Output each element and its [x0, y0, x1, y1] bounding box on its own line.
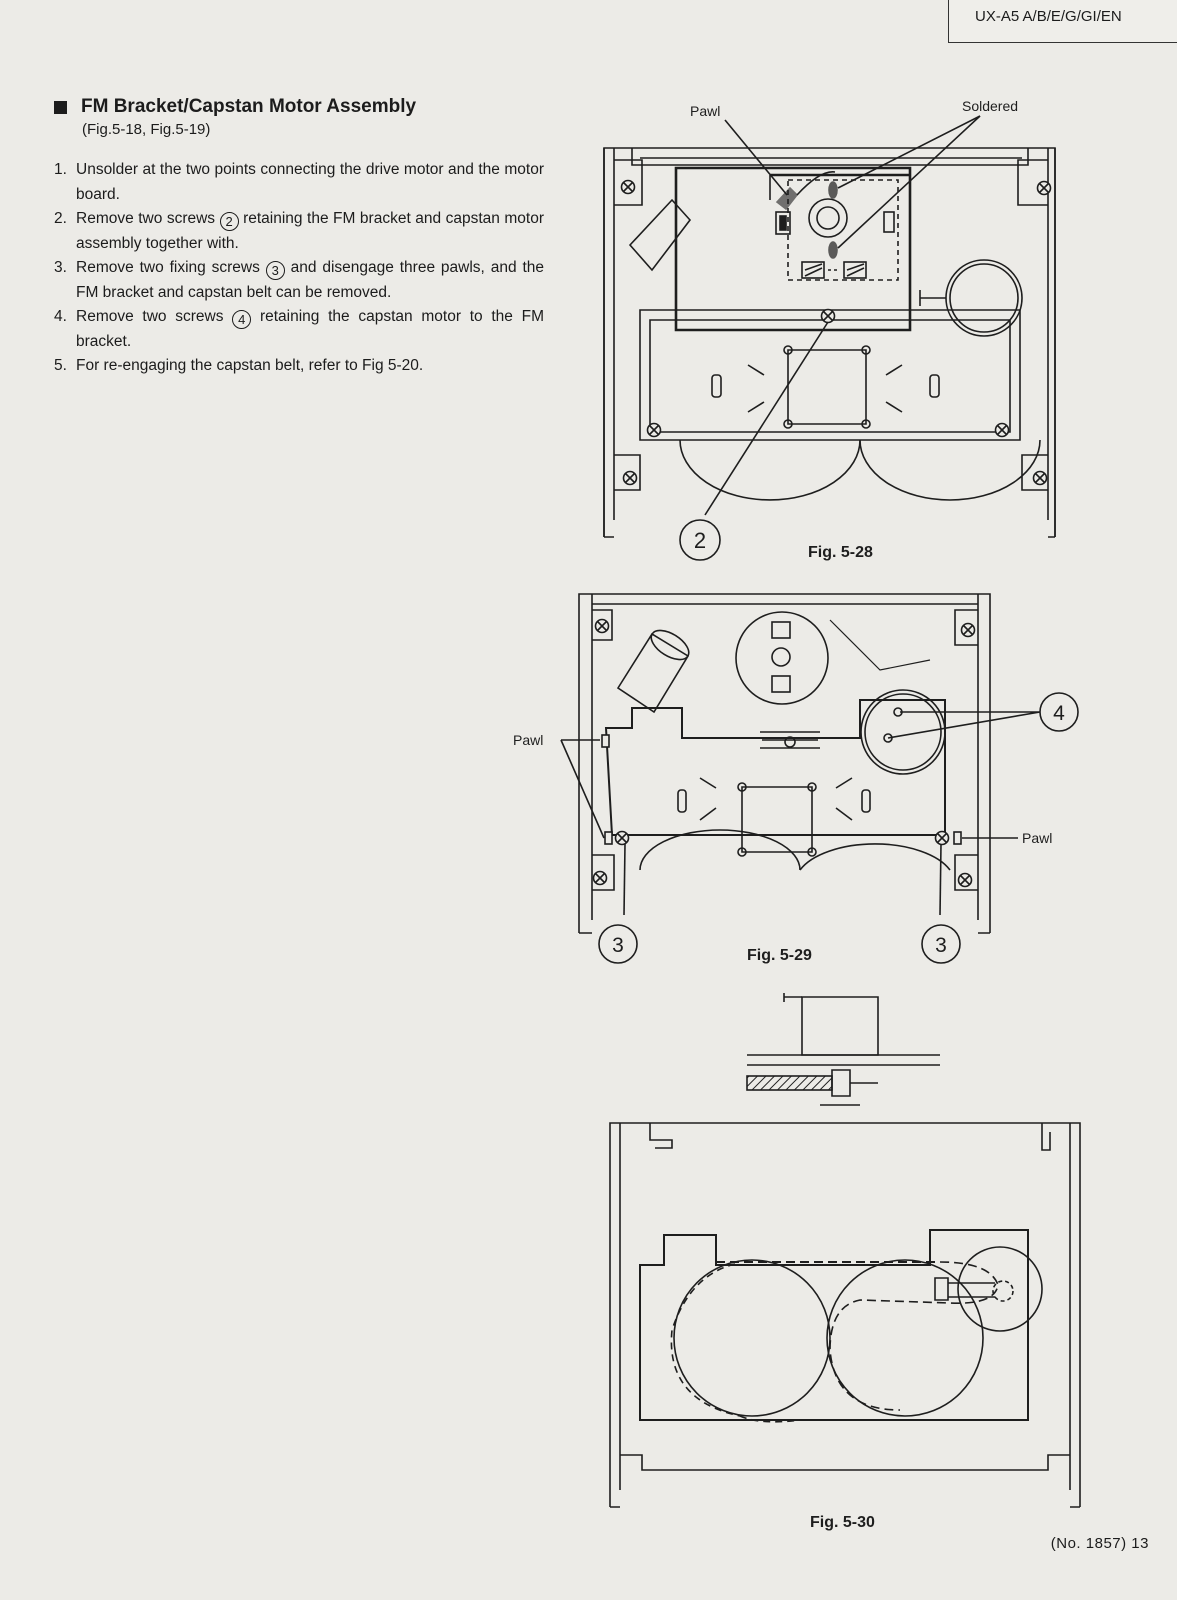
figure-5-30: Fig. 5-30 [609, 1122, 1081, 1531]
label-soldered: Soldered [962, 98, 1018, 114]
callout-mark: 2 [219, 212, 239, 231]
figure-5-29: Pawl Pawl 4 3 3 Fig. 5-29 [513, 593, 1079, 964]
steps-list: 1. Unsolder at the two points connecting… [54, 158, 544, 379]
screw-icon [1036, 180, 1052, 196]
screw-icon [614, 830, 630, 846]
screw-icon [820, 308, 836, 324]
callout-circle [598, 924, 638, 964]
figure-5-28: Pawl Soldered 2 Fig. 5-28 [603, 98, 1056, 561]
callout-circle [921, 924, 961, 964]
callout-3a: 3 [612, 934, 624, 957]
fig-caption: Fig. 5-30 [810, 1514, 875, 1531]
fig-caption: Fig. 5-28 [808, 544, 873, 561]
step-item: 4. Remove two screws 4 retaining the cap… [54, 308, 544, 350]
section-title: FM Bracket/Capstan Motor Assembly [54, 96, 544, 118]
screw-icon [994, 422, 1010, 438]
label-pawl-right: Pawl [1022, 830, 1052, 846]
step-item: 5. For re-engaging the capstan belt, ref… [54, 357, 424, 374]
square-bullet-icon [54, 100, 67, 114]
callout-4: 4 [1053, 702, 1065, 725]
screw-icon [934, 830, 950, 846]
screw-icon [960, 622, 976, 638]
callout-mark: 4 [232, 310, 252, 329]
screw-icon [1032, 470, 1048, 486]
screw-icon [957, 872, 973, 888]
callout-circle [679, 519, 721, 561]
callout-3b: 3 [935, 934, 947, 957]
screw-icon [646, 422, 662, 438]
step-item: 3. Remove two fixing screws 3 and diseng… [54, 259, 545, 301]
figure-references: (Fig.5-18, Fig.5-19) [82, 121, 211, 138]
section-title-text: FM Bracket/Capstan Motor Assembly [81, 96, 417, 117]
instruction-section: FM Bracket/Capstan Motor Assembly (Fig.5… [54, 96, 544, 379]
callout-mark: 3 [265, 261, 285, 280]
capstan-detail [746, 993, 940, 1106]
label-pawl-left: Pawl [513, 732, 543, 748]
screw-icon [622, 470, 638, 486]
page-number: (No. 1857) 13 [1050, 1535, 1149, 1552]
callout-circle [1039, 692, 1079, 732]
callout-2: 2 [694, 528, 706, 553]
screw-icon [620, 179, 636, 195]
step-item: 2. Remove two screws 2 retaining the FM … [54, 210, 544, 252]
screw-icon [594, 618, 610, 634]
screw-icon [592, 870, 608, 886]
step-item: 1. Unsolder at the two points connecting… [54, 161, 544, 203]
model-header: UX-A5 A/B/E/G/GI/EN [948, 0, 1177, 43]
fig-caption: Fig. 5-29 [747, 947, 812, 964]
label-pawl: Pawl [690, 103, 720, 119]
